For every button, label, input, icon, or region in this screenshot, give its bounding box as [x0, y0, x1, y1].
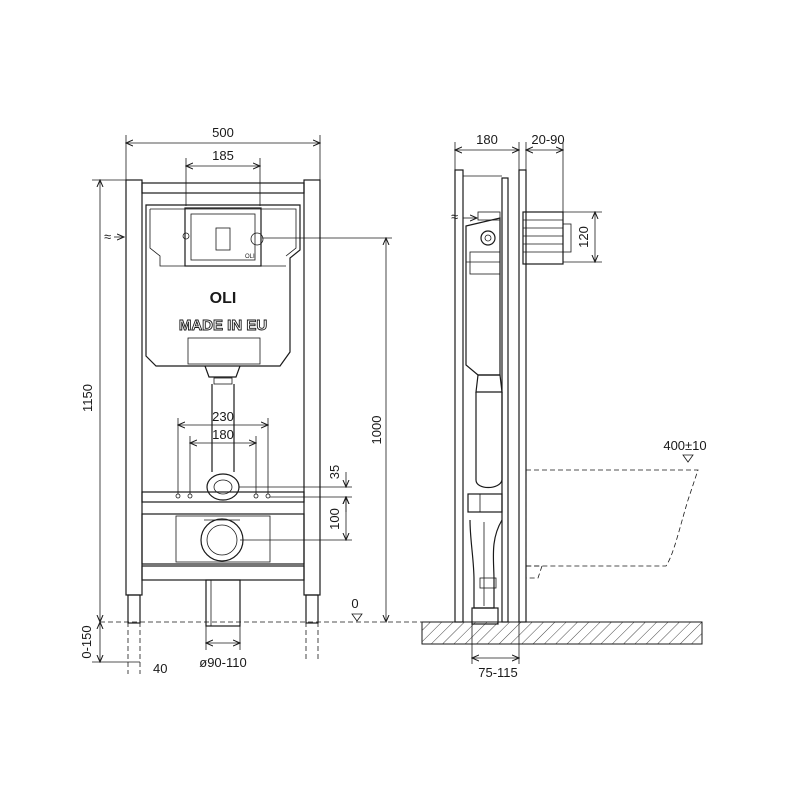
dim-zero: 0 [351, 596, 358, 611]
water-inlet-icon: ≈ [104, 229, 111, 244]
dim-35: 35 [327, 465, 342, 479]
frame-right-upright [303, 179, 321, 596]
frame-lower-plate [141, 513, 305, 565]
wc-bowl-outline [526, 469, 699, 567]
floor-hatch [421, 621, 703, 645]
waste-pipe [205, 579, 241, 627]
foot-left [127, 594, 141, 624]
flush-pipe-connector [206, 473, 240, 501]
brand-label: OLI [210, 290, 237, 307]
dim-offset: 20-90 [531, 132, 564, 147]
dim-height: 1150 [80, 384, 95, 412]
wall [518, 169, 527, 623]
svg-text:OLI: OLI [245, 254, 255, 260]
flush-button-slot [215, 227, 231, 251]
dim-depth: 180 [476, 132, 498, 147]
dim-outlet: 75-115 [478, 665, 518, 680]
front-view: OLI OLI MADE IN EU 500 185 [79, 125, 420, 676]
button-screw-icon [250, 232, 264, 246]
frame-left-upright [125, 179, 143, 596]
dim-100: 100 [327, 508, 342, 530]
dim-adjust: 0-150 [79, 625, 94, 658]
foot-right [305, 594, 319, 624]
side-view: ≈ 180 20-90 120 400±10 75-115 [420, 132, 707, 680]
dim-bolts-outer: 230 [212, 409, 234, 424]
origin-label: MADE IN EU [179, 317, 267, 334]
dim-bolts-inner: 180 [212, 427, 234, 442]
cistern-side [465, 217, 501, 376]
dim-width: 500 [212, 125, 234, 140]
frame-bottom-bar [141, 565, 305, 581]
dim-button-width: 185 [212, 148, 234, 163]
dim-foot: 40 [153, 661, 167, 676]
cistern [145, 204, 301, 367]
button-housing [184, 207, 262, 267]
dim-inlet: 120 [576, 226, 591, 248]
side-frame-front [454, 169, 464, 623]
side-frame-rear [501, 177, 509, 623]
side-water-inlet-icon: ≈ [451, 209, 458, 224]
frame-top-bar [141, 182, 305, 194]
dim-pipe-diameter: ø90-110 [199, 655, 246, 670]
dim-bowl-height: 400±10 [663, 438, 706, 453]
dim-to-button: 1000 [369, 416, 384, 445]
